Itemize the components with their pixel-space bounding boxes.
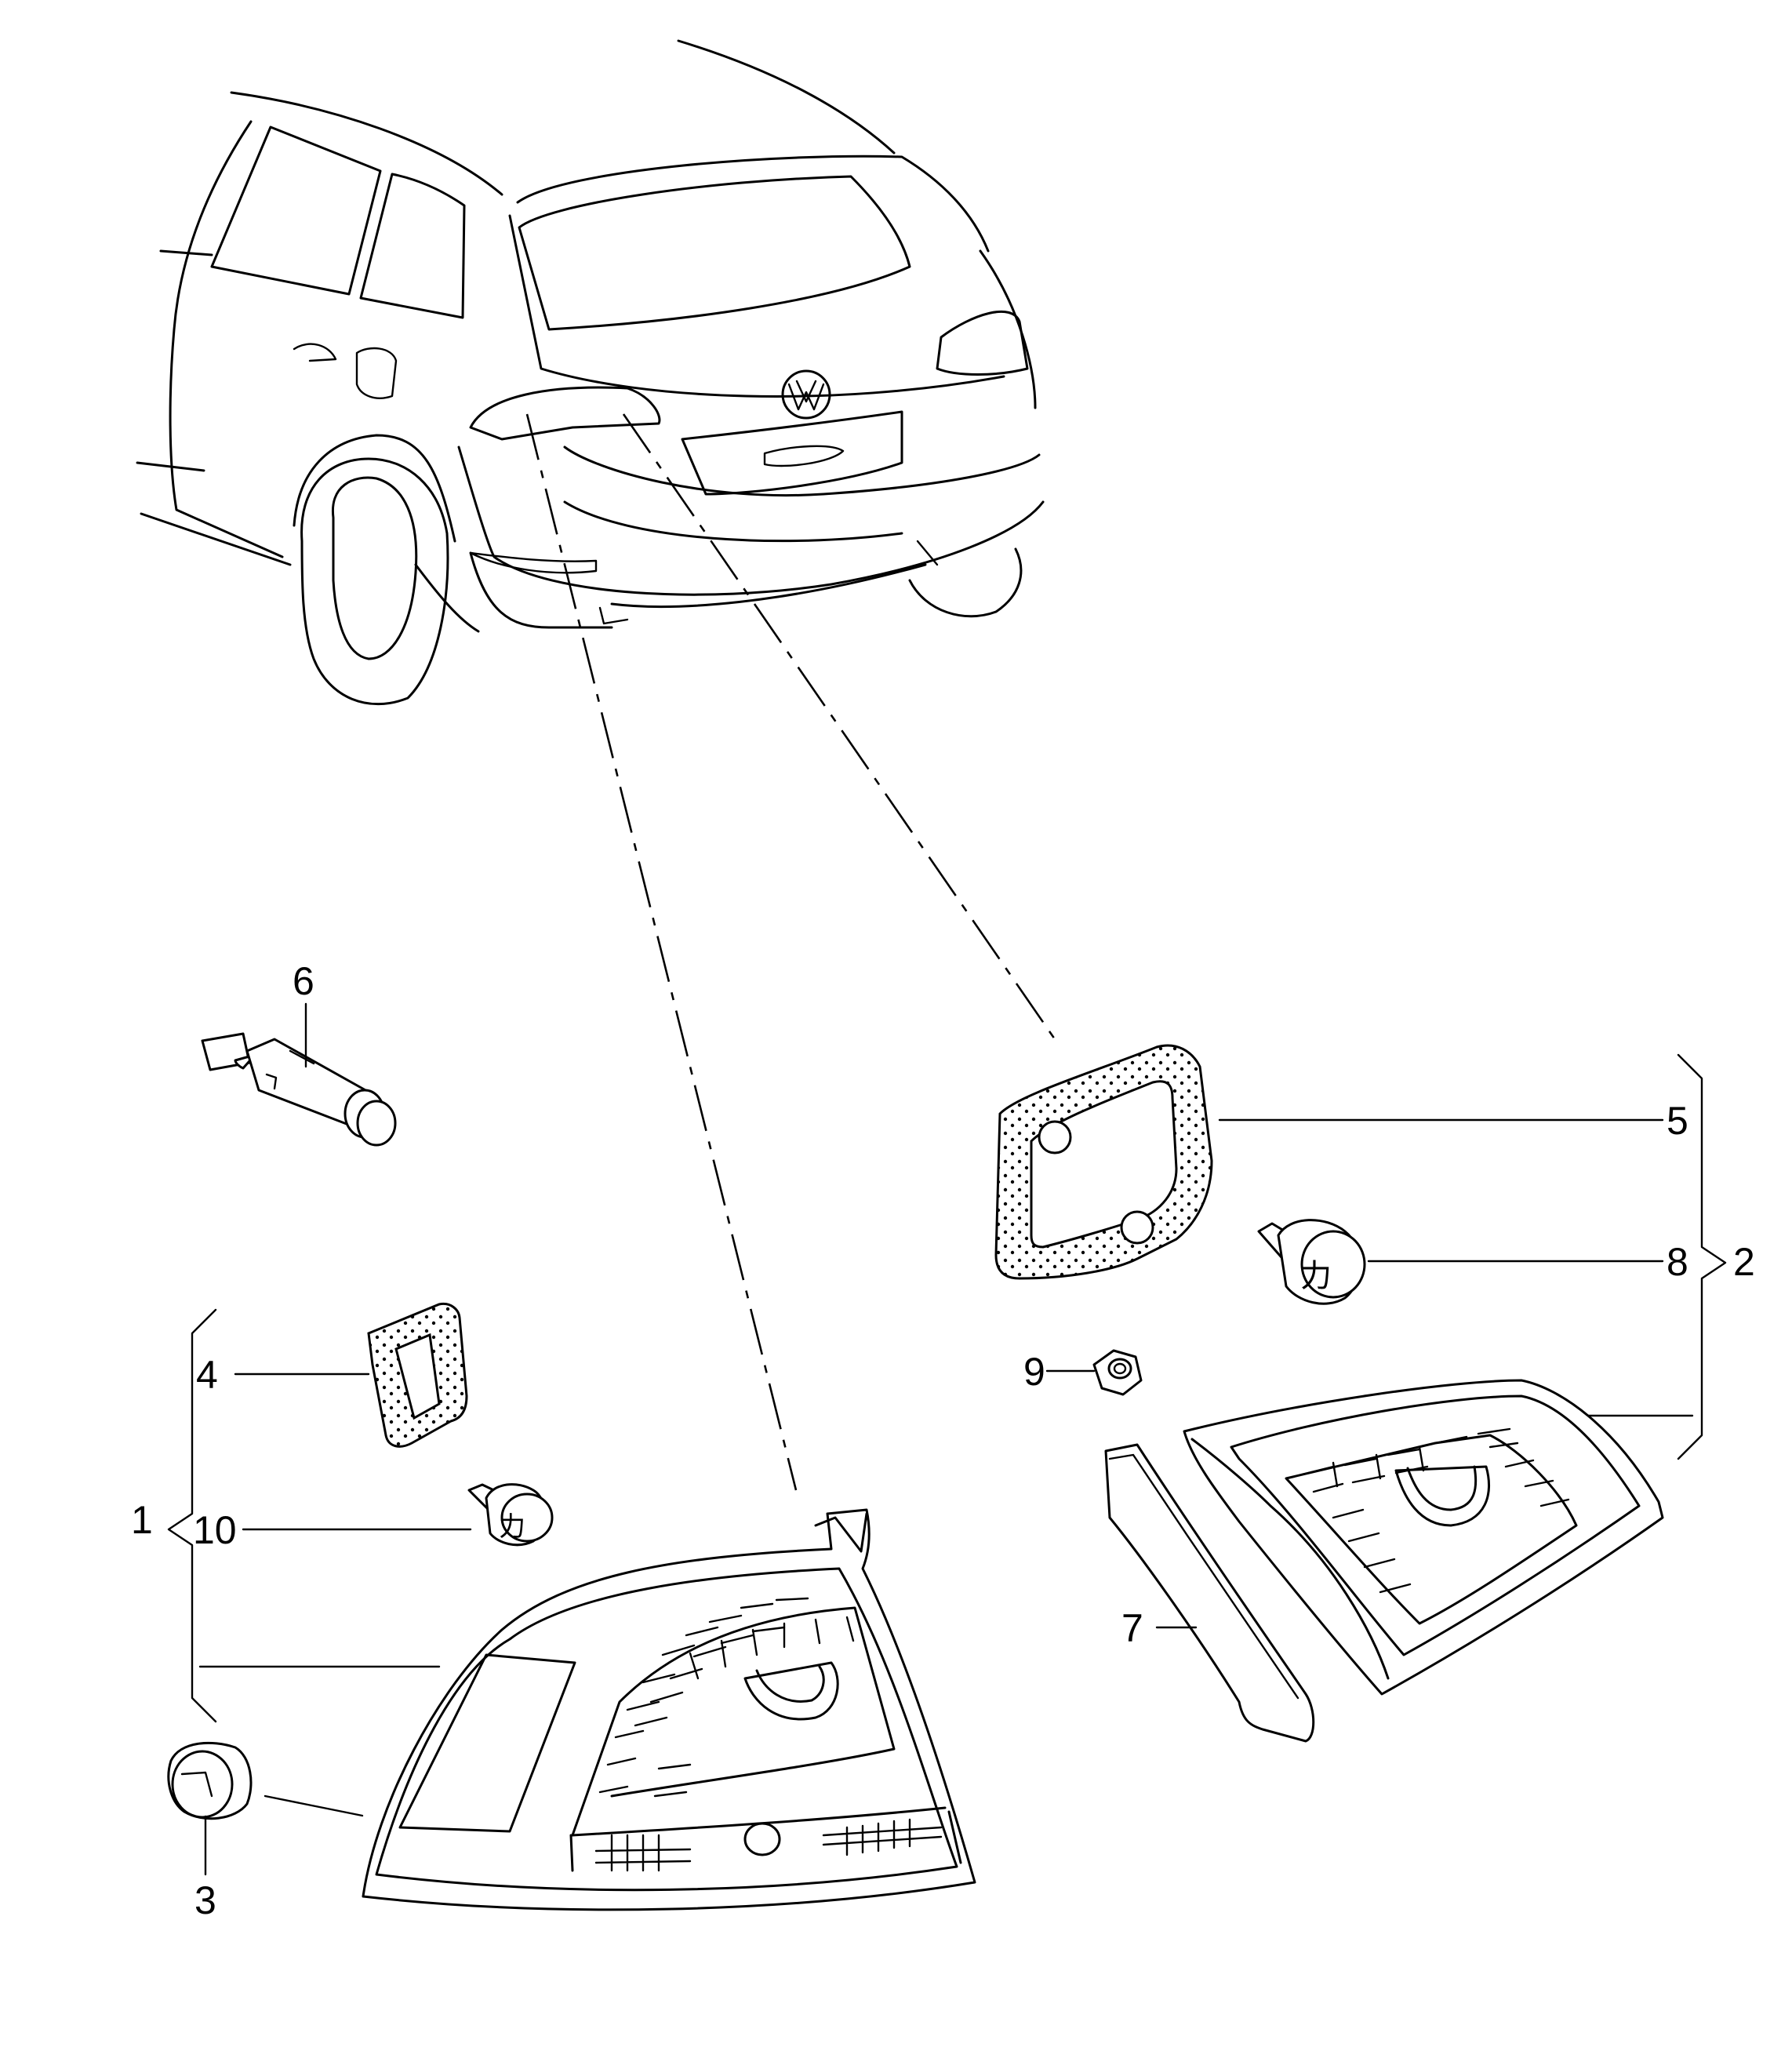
callout-1: 1: [131, 1498, 153, 1542]
explode-lines: [525, 413, 1056, 1491]
callout-10: 10: [193, 1508, 237, 1552]
callout-6: 6: [293, 959, 314, 1003]
callout-3: 3: [194, 1878, 216, 1922]
callout-9: 9: [1023, 1350, 1045, 1394]
part-3-grommet: [167, 1741, 253, 1820]
bulb-marking-8: 力: [1300, 1258, 1332, 1294]
callout-4: 4: [196, 1353, 218, 1397]
part-9-nut: [1092, 1349, 1143, 1396]
bulb-marking-10: 力: [499, 1511, 525, 1543]
part-10-bulb: 力: [467, 1483, 554, 1547]
vehicle-rear-view: [136, 39, 1045, 706]
part-4-small-gasket: [367, 1302, 468, 1448]
callout-leaders: [167, 1002, 1727, 1876]
part-2-inner-tail-light: [1183, 1379, 1664, 1696]
part-1-outer-tail-light: [362, 1508, 976, 1911]
callout-labels: 6 4 1 10 3 5 8 2 9 7: [131, 959, 1755, 1922]
callout-8: 8: [1667, 1240, 1688, 1284]
vw-logo-icon: [781, 369, 831, 420]
part-8-bulb: 力: [1257, 1219, 1366, 1305]
callout-2: 2: [1733, 1240, 1755, 1284]
part-7-seal-strip: [1104, 1443, 1315, 1743]
part-5-large-gasket: [994, 1044, 1213, 1280]
callout-7: 7: [1121, 1606, 1143, 1650]
part-6-bulb-socket: [201, 1032, 397, 1147]
callout-5: 5: [1667, 1099, 1688, 1143]
